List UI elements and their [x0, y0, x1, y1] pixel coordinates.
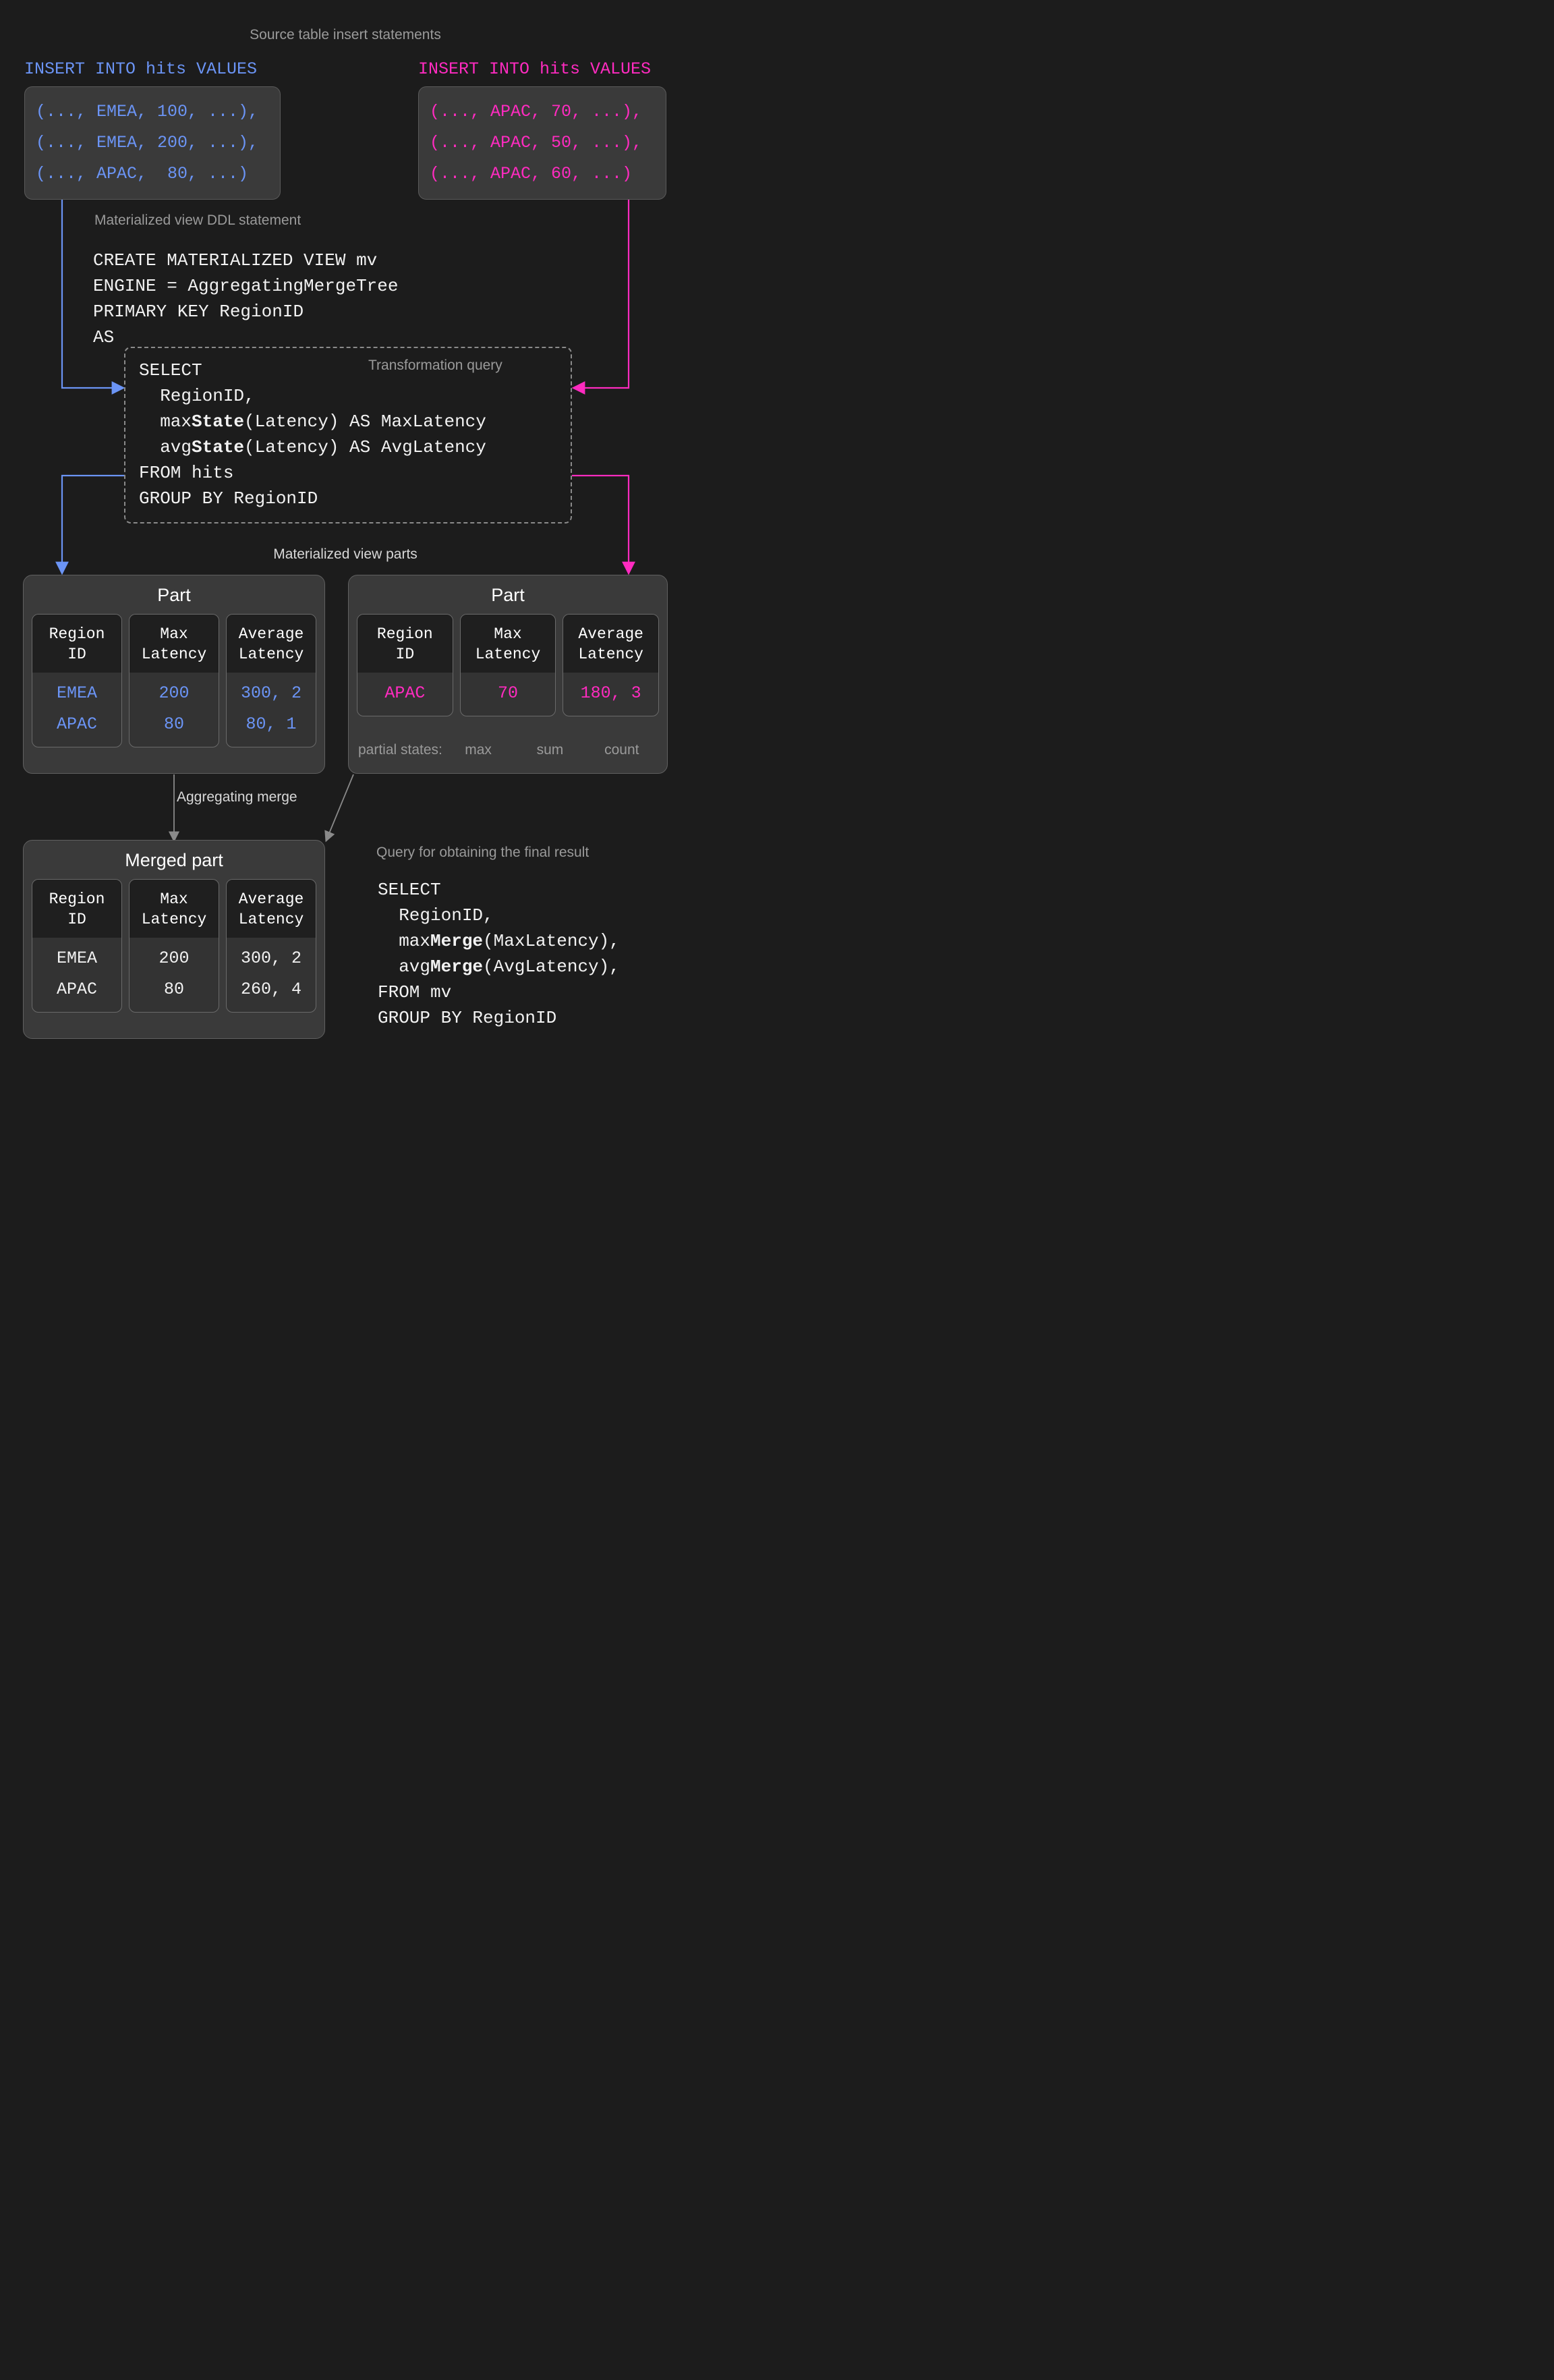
mv-parts-title: Materialized view parts	[273, 546, 418, 562]
cell: 80	[163, 980, 184, 999]
query-seg: avg	[139, 437, 192, 457]
query-line-maxstate: maxState(Latency) AS MaxLatency	[139, 409, 486, 434]
cell: 180, 3	[580, 683, 641, 703]
ddl-line: ENGINE = AggregatingMergeTree	[93, 276, 399, 296]
part-card-left: Part Region ID EMEA APAC Max Latency 200…	[23, 575, 325, 774]
insert-left-row: (..., EMEA, 100, ...),	[36, 102, 259, 121]
column-average-latency: Average Latency 300, 2 260, 4	[226, 879, 316, 1013]
column-header: Average Latency	[227, 880, 316, 938]
transformation-query-code: SELECT RegionID, maxState(Latency) AS Ma…	[139, 358, 486, 511]
query-seg-bold: State	[192, 412, 245, 432]
arrow-right-part-to-merged	[324, 774, 354, 843]
merged-part-title: Merged part	[125, 850, 223, 870]
final-query-line-maxmerge: maxMerge(MaxLatency),	[378, 928, 620, 954]
transformation-query-title: Transformation query	[368, 358, 502, 373]
cell: APAC	[56, 714, 97, 734]
ddl-line: PRIMARY KEY RegionID	[93, 302, 304, 322]
transformation-query-box	[124, 347, 572, 523]
column-average-latency: Average Latency 300, 2 80, 1	[226, 614, 316, 747]
column-region-id: Region ID APAC	[357, 614, 453, 716]
cell: 200	[159, 948, 190, 968]
partial-state-max: max	[465, 742, 492, 758]
query-seg: (Latency) AS AvgLatency	[244, 437, 486, 457]
insert-right-box: (..., APAC, 70, ...), (..., APAC, 50, ..…	[418, 86, 666, 200]
insert-right-header: INSERT INTO hits VALUES	[418, 59, 652, 79]
insert-left-header: INSERT INTO hits VALUES	[24, 59, 258, 79]
column-region-id: Region ID EMEA APAC	[32, 614, 122, 747]
insert-right-row: (..., APAC, 50, ...),	[430, 133, 643, 152]
column-average-latency: Average Latency 180, 3	[563, 614, 660, 716]
query-seg: max	[139, 412, 192, 432]
column-max-latency: Max Latency 200 80	[129, 614, 219, 747]
column-header: Average Latency	[227, 615, 316, 673]
query-seg: avg	[378, 957, 431, 977]
query-line-avgstate: avgState(Latency) AS AvgLatency	[139, 434, 486, 460]
cell: 80	[163, 714, 184, 734]
column-region-id: Region ID EMEA APAC	[32, 879, 122, 1013]
part-card-right: Part Region ID APAC Max Latency 70 Avera…	[348, 575, 668, 774]
aggregating-merge-label: Aggregating merge	[177, 789, 297, 805]
final-query-line: SELECT	[378, 880, 441, 900]
insert-right-row: (..., APAC, 70, ...),	[430, 102, 643, 121]
insert-left-box: (..., EMEA, 100, ...), (..., EMEA, 200, …	[24, 86, 281, 200]
cell: 70	[498, 683, 519, 703]
cell: APAC	[384, 683, 426, 703]
part-right-columns: Region ID APAC Max Latency 70 Average La…	[349, 606, 667, 719]
insert-right-row: (..., APAC, 60, ...)	[430, 164, 633, 183]
column-max-latency: Max Latency 70	[459, 614, 556, 716]
cell: 300, 2	[240, 948, 301, 968]
merged-part-columns: Region ID EMEA APAC Max Latency 200 80 A…	[24, 871, 324, 1023]
ddl-line: CREATE MATERIALIZED VIEW mv	[93, 250, 378, 271]
query-seg: max	[378, 931, 431, 951]
arrow-right-insert-to-query	[571, 190, 630, 395]
ddl-block: CREATE MATERIALIZED VIEW mv ENGINE = Agg…	[93, 248, 398, 350]
final-query-code: SELECT RegionID, maxMerge(MaxLatency), a…	[378, 877, 620, 1031]
ddl-title: Materialized view DDL statement	[94, 213, 301, 228]
insert-left-row: (..., APAC, 80, ...)	[36, 164, 249, 183]
final-query-line: GROUP BY RegionID	[378, 1008, 557, 1028]
partial-state-count: count	[604, 742, 639, 758]
partial-states-row: partial states: max sum count	[349, 742, 667, 765]
column-header: Region ID	[32, 880, 121, 938]
part-right-title: Part	[491, 585, 525, 605]
query-seg: (AvgLatency),	[483, 957, 620, 977]
cell: EMEA	[56, 683, 97, 703]
cell: 260, 4	[240, 980, 301, 999]
column-max-latency: Max Latency 200 80	[129, 879, 219, 1013]
part-left-columns: Region ID EMEA APAC Max Latency 200 80 A…	[24, 606, 324, 758]
query-seg-bold: Merge	[430, 957, 484, 977]
final-query-line: FROM mv	[378, 982, 452, 1002]
final-query-line-avgmerge: avgMerge(AvgLatency),	[378, 954, 620, 980]
partial-states-label: partial states:	[358, 742, 442, 758]
ddl-line: AS	[93, 327, 115, 347]
query-line: FROM hits	[139, 463, 234, 483]
query-seg-bold: Merge	[430, 931, 484, 951]
column-header: Max Latency	[460, 615, 556, 673]
part-left-title: Part	[157, 585, 191, 605]
column-header: Max Latency	[130, 880, 219, 938]
query-line: GROUP BY RegionID	[139, 488, 318, 509]
insert-left-row: (..., EMEA, 200, ...),	[36, 133, 259, 152]
query-line: RegionID,	[139, 386, 255, 406]
query-line: SELECT	[139, 360, 202, 380]
cell: 300, 2	[240, 683, 301, 703]
merged-part-card: Merged part Region ID EMEA APAC Max Late…	[23, 840, 325, 1039]
column-header: Max Latency	[130, 615, 219, 673]
cell: APAC	[56, 980, 97, 999]
column-header: Region ID	[357, 615, 453, 673]
cell: 80, 1	[246, 714, 297, 734]
final-query-title: Query for obtaining the final result	[376, 845, 589, 860]
query-seg: (MaxLatency),	[483, 931, 620, 951]
final-query-line: RegionID,	[378, 905, 494, 926]
source-inserts-title: Source table insert statements	[250, 27, 441, 42]
column-header: Average Latency	[563, 615, 659, 673]
cell: 200	[159, 683, 190, 703]
cell: EMEA	[56, 948, 97, 968]
partial-state-sum: sum	[536, 742, 564, 758]
column-header: Region ID	[32, 615, 121, 673]
query-seg: (Latency) AS MaxLatency	[244, 412, 486, 432]
query-seg-bold: State	[192, 437, 245, 457]
